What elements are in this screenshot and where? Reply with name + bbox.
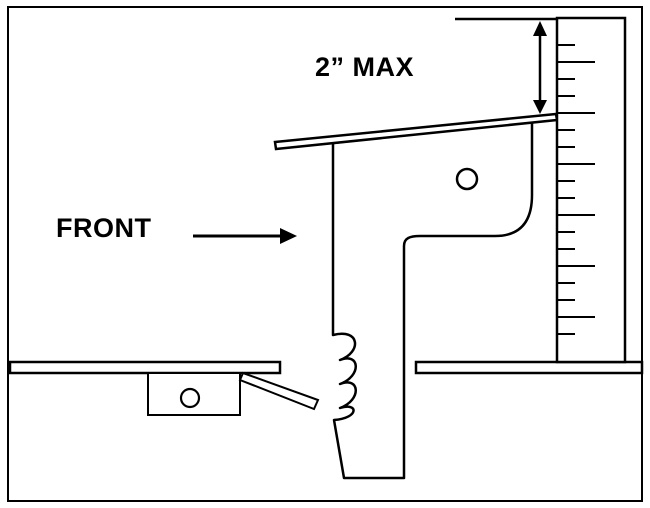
right-floor-plate [414,360,644,375]
image-border [7,6,643,502]
pivot-hole [455,167,479,191]
left-floor-plate [8,360,282,375]
front-arrow-icon [193,228,297,244]
dimension-arrow [533,21,547,114]
bracket-hole [179,387,201,409]
max-height-label: 2” MAX [315,52,415,82]
spring-arm [238,371,320,411]
measuring-scale [555,16,627,364]
scale-ticks [557,44,595,335]
pawl-body [331,118,534,480]
front-label: FRONT [56,213,152,243]
